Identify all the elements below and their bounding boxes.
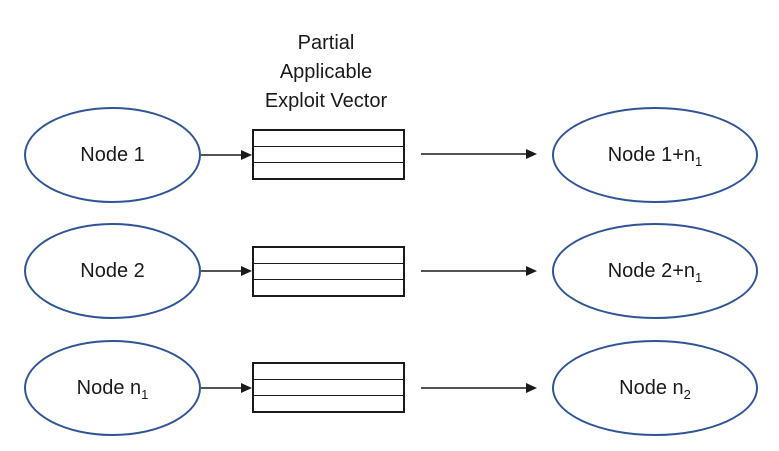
node-label-sub: 1: [141, 386, 149, 402]
node-label: Node 1+n1: [607, 143, 703, 169]
exploit-vector-stack-1: [252, 129, 405, 180]
exploit-vector-segment: [254, 146, 403, 163]
arrow-node2-to-vector: [201, 266, 252, 276]
arrow-noden1-to-vector: [201, 383, 252, 393]
exploit-vector-segment: [254, 131, 403, 146]
node-label-sub: 1: [695, 153, 703, 169]
arrow-vector-to-noden2: [421, 383, 537, 393]
exploit-vector-segment: [254, 396, 403, 411]
node-label: Node 1: [80, 144, 145, 167]
ellipse-node-1: Node 1: [24, 107, 201, 203]
exploit-vector-stack-3: [252, 362, 405, 413]
node-label-sub: 1: [695, 269, 703, 285]
exploit-vector-segment: [254, 163, 403, 178]
node-label-text: Node n: [76, 376, 142, 399]
exploit-vector-segment: [254, 248, 403, 263]
exploit-vector-title: Partial Applicable Exploit Vector: [264, 32, 388, 112]
node-label-sub: 2: [683, 386, 691, 402]
arrowhead-icon: [526, 266, 537, 276]
arrowhead-icon: [241, 150, 252, 160]
node-label: Node n2: [619, 376, 691, 402]
exploit-vector-segment: [254, 263, 403, 280]
exploit-vector-segment: [254, 379, 403, 396]
node-label-text: Node 1: [80, 143, 145, 166]
exploit-vector-stack-2: [252, 246, 405, 297]
arrow-vector-to-node2n1: [421, 266, 537, 276]
node-label-text: Node 1+n: [607, 143, 696, 166]
arrow-node1-to-vector: [201, 150, 252, 160]
arrowhead-icon: [526, 149, 537, 159]
ellipse-node-n1: Node n1: [24, 340, 201, 436]
node-label-text: Node 2+n: [607, 259, 696, 282]
exploit-vector-segment: [254, 364, 403, 379]
node-label-text: Node n: [619, 376, 684, 399]
ellipse-node-2-plus-n1: Node 2+n1: [552, 223, 758, 319]
node-label-text: Node 2: [80, 259, 145, 282]
arrow-vector-to-node1n1: [421, 149, 537, 159]
arrowhead-icon: [241, 383, 252, 393]
node-label: Node n1: [76, 376, 149, 402]
node-label: Node 2+n1: [607, 259, 703, 285]
arrowhead-icon: [241, 266, 252, 276]
ellipse-node-n2: Node n2: [552, 340, 758, 436]
ellipse-node-2: Node 2: [24, 223, 201, 319]
node-label: Node 2: [80, 260, 145, 283]
exploit-vector-segment: [254, 280, 403, 295]
arrowhead-icon: [526, 383, 537, 393]
ellipse-node-1-plus-n1: Node 1+n1: [552, 107, 758, 203]
